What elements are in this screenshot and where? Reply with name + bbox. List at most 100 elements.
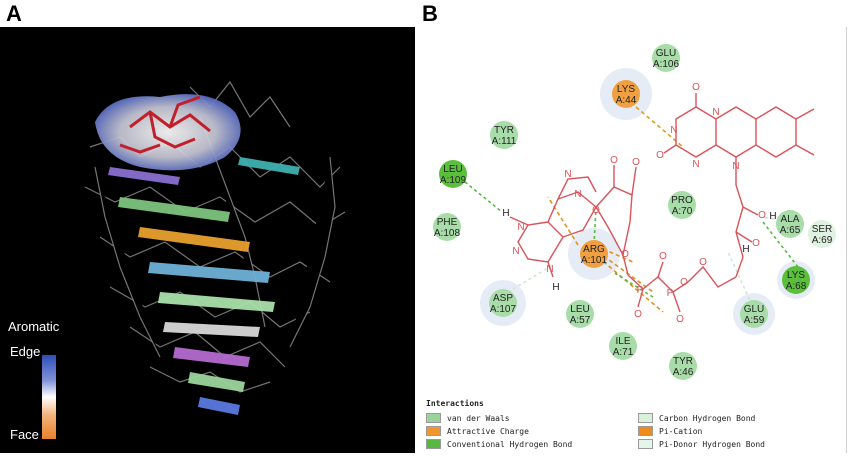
residue-name: ARG xyxy=(583,244,605,255)
atom-n: N xyxy=(564,169,571,180)
atom-n: N xyxy=(712,107,719,118)
residue-id: A:65 xyxy=(780,225,801,236)
legend-label: Pi-Donor Hydrogen Bond xyxy=(659,439,765,449)
protein-structure-panel: Aromatic Edge Face xyxy=(0,27,415,453)
atom-o: O xyxy=(621,249,629,260)
atom-o: O xyxy=(659,251,667,262)
atom-n: N xyxy=(692,159,699,170)
ligand-skeleton xyxy=(509,93,815,313)
residue-name: LEU xyxy=(570,304,589,315)
atom-labels: O O N N N N O O H H O O O P O P O O O O … xyxy=(502,82,776,325)
residue-id: A:71 xyxy=(613,347,634,358)
atom-o: O xyxy=(676,314,684,325)
legend-label: Pi-Cation xyxy=(659,426,703,436)
legend-swatch xyxy=(638,413,653,423)
interaction-diagram-panel: O O N N N N O O H H O O O P O P O O O O … xyxy=(418,27,847,453)
residue-name: ALA xyxy=(781,214,800,225)
atom-o: O xyxy=(592,205,600,216)
interaction-diagram: O O N N N N O O H H O O O P O P O O O O … xyxy=(433,44,836,380)
residue-id: A:101 xyxy=(581,255,608,266)
legend-swatch xyxy=(638,439,653,449)
atom-h: H xyxy=(769,211,776,222)
atom-h: H xyxy=(502,208,509,219)
residue-name: SER xyxy=(812,224,833,235)
atom-h: H xyxy=(742,244,749,255)
legend-label: Carbon Hydrogen Bond xyxy=(659,413,756,423)
legend-item: Carbon Hydrogen Bond xyxy=(638,413,755,423)
residue-id: A:108 xyxy=(434,228,461,239)
atom-o: O xyxy=(634,309,642,320)
residue-id: A:107 xyxy=(490,304,517,315)
residue-id: A:111 xyxy=(492,136,517,147)
residue-id: A:44 xyxy=(616,95,637,106)
legend-item: Pi-Donor Hydrogen Bond xyxy=(638,439,765,449)
panel-a-label: A xyxy=(6,1,22,26)
residue-id: A:109 xyxy=(440,175,467,186)
residue-name: GLU xyxy=(744,304,765,315)
atom-h: H xyxy=(552,282,559,293)
residue-name: ASP xyxy=(493,293,513,304)
atom-n: N xyxy=(546,264,553,275)
residue-circle xyxy=(776,210,804,238)
residue-circle xyxy=(740,300,768,328)
atom-o: O xyxy=(692,82,700,93)
residue-circle xyxy=(782,266,810,294)
panel-b-label: B xyxy=(422,1,438,26)
scale-bottom-label: Face xyxy=(10,427,39,442)
atom-n: N xyxy=(574,189,581,200)
legend-item: van der Waals xyxy=(426,413,510,423)
residue-id: A:68 xyxy=(786,281,807,292)
residue-circle xyxy=(566,300,594,328)
atom-p: P xyxy=(667,288,674,299)
scale-title: Aromatic xyxy=(8,319,60,334)
protein-ribbon-image xyxy=(84,80,346,415)
molecular-surface xyxy=(95,94,241,171)
residue-name: PHE xyxy=(437,217,458,228)
interactions-legend: Interactions van der Waals Attractive Ch… xyxy=(418,397,846,453)
legend-swatch xyxy=(426,439,441,449)
atom-n: N xyxy=(512,246,519,257)
legend-swatch xyxy=(426,426,441,436)
aromatic-color-scale xyxy=(42,355,56,439)
residue-id: A:69 xyxy=(812,235,833,246)
legend-swatch xyxy=(426,413,441,423)
residue-id: A:70 xyxy=(672,206,693,217)
legend-label: van der Waals xyxy=(447,413,510,423)
legend-label: Attractive Charge xyxy=(447,426,529,436)
interaction-lines xyxy=(464,106,799,313)
residue-name: TYR xyxy=(673,356,693,367)
atom-n: N xyxy=(670,125,677,136)
residue-name: TYR xyxy=(494,125,514,136)
residue-circle xyxy=(668,191,696,219)
residue-name: ILE xyxy=(615,336,630,347)
residue-circle xyxy=(489,289,517,317)
ligand-sticks xyxy=(119,95,211,154)
residue-id: A:46 xyxy=(673,367,694,378)
residue-name: LYS xyxy=(787,270,805,281)
legend-label: Conventional Hydrogen Bond xyxy=(447,439,573,449)
residue-id: A:106 xyxy=(653,59,680,70)
residue-circle xyxy=(612,80,640,108)
residue-id: A:59 xyxy=(744,315,765,326)
atom-o: O xyxy=(680,277,688,288)
residue-circle xyxy=(439,160,467,188)
atom-n: N xyxy=(517,222,524,233)
atom-o: O xyxy=(699,257,707,268)
atom-o: O xyxy=(610,155,618,166)
scale-top-label: Edge xyxy=(10,344,41,359)
residue-id: A:57 xyxy=(570,315,591,326)
atom-o: O xyxy=(656,150,664,161)
residue-nodes: GLUA:106LYSA:44TYRA:111LEUA:109PROA:70PH… xyxy=(433,44,836,380)
residue-name: LEU xyxy=(443,164,462,175)
